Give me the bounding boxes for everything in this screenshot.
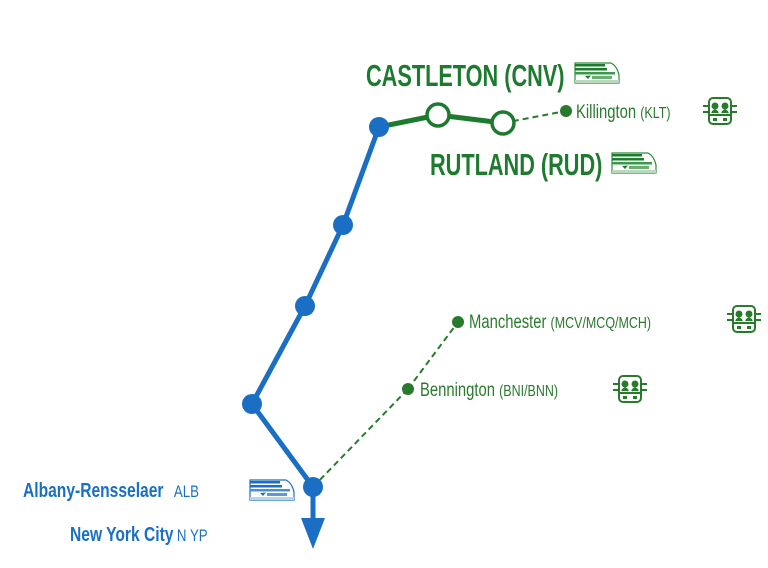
- bus-icon: [702, 97, 738, 125]
- stop-name: Bennington: [420, 380, 496, 401]
- stop-code: (MCV/MCQ/MCH): [550, 315, 652, 332]
- bus-link-bennington: [312, 388, 409, 488]
- stop-code: (KLT): [640, 105, 671, 122]
- stop-name: Manchester: [469, 312, 547, 333]
- bus-link-manchester: [407, 321, 459, 390]
- stop-marker: [242, 394, 262, 414]
- station-name: New York City: [70, 524, 174, 546]
- station-name: RUTLAND: [430, 147, 535, 182]
- stop-marker-albany: [303, 477, 323, 497]
- bus-label-manchester: Manchester (MCV/MCQ/MCH): [469, 313, 702, 332]
- bus-icon: [726, 305, 762, 333]
- bus-icon: [612, 375, 648, 403]
- stop-marker: [333, 215, 353, 235]
- stop-code: (BNI/BNN): [499, 383, 559, 400]
- amtrak-train-icon: [249, 479, 295, 501]
- stop-marker: [369, 117, 389, 137]
- bus-label-bennington: Bennington (BNI/BNN): [420, 381, 597, 400]
- station-code: (RUD): [540, 147, 603, 182]
- direction-arrow: [301, 518, 325, 549]
- station-marker-castleton: [425, 102, 451, 128]
- station-code: ALB: [173, 482, 199, 501]
- bus-stop-dot-killington: [560, 105, 572, 117]
- stop-name: Killington: [576, 102, 637, 123]
- main-rail-line: [249, 126, 382, 532]
- bus-stop-dot-bennington: [402, 383, 414, 395]
- bus-label-killington: Killington (KLT): [576, 103, 697, 122]
- station-name: Albany-Rensselaer: [23, 480, 164, 502]
- stop-marker: [295, 296, 315, 316]
- station-marker-rutland: [490, 110, 516, 136]
- station-name: CASTLETON: [366, 58, 499, 93]
- station-code: N YP: [176, 526, 208, 545]
- station-code: (CNV): [504, 58, 565, 93]
- station-label-albany: Albany-Rensselaer ALB: [23, 481, 249, 501]
- bus-stop-dot-manchester: [452, 316, 464, 328]
- station-label-rutland: RUTLAND (RUD): [430, 149, 676, 180]
- station-label-nyc: New York City N YP: [70, 525, 246, 545]
- station-label-castleton: CASTLETON (CNV): [366, 60, 650, 91]
